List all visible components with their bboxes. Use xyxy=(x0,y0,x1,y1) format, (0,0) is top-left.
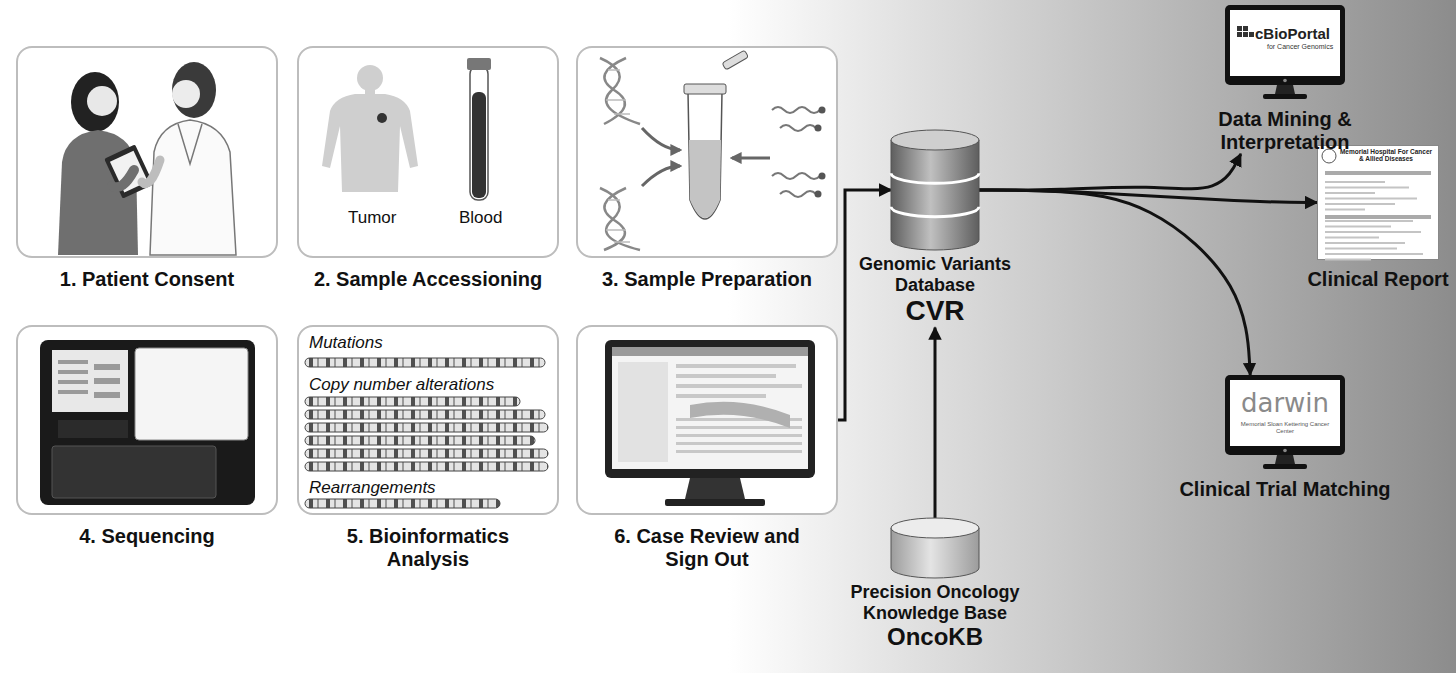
monitor-outline xyxy=(1225,5,1345,100)
flow-arrow xyxy=(979,190,1250,375)
step-label: 6. Case Review and Sign Out xyxy=(592,525,822,571)
database-node: Genomic Variants DatabaseCVR xyxy=(850,130,1020,328)
flow-arrow xyxy=(979,154,1241,190)
output-node: Memorial Hospital For Cancer & Allied Di… xyxy=(1310,145,1446,291)
step-label: 4. Sequencing xyxy=(79,525,215,548)
output-label: Clinical Trial Matching xyxy=(1179,478,1390,501)
step-panel: 4. Sequencing xyxy=(16,325,278,548)
output-node: darwinMemorial Sloan Kettering Cancer Ce… xyxy=(1165,375,1405,501)
panel-shape xyxy=(576,46,838,258)
specimen-label: Blood xyxy=(459,208,502,228)
monitor-shape: cBioPortalfor Cancer Genomics xyxy=(1225,5,1345,100)
output-label: Clinical Report xyxy=(1307,268,1448,291)
consent-illustration xyxy=(58,62,236,255)
knowledge-base-node: Precision Oncology Knowledge BaseOncoKB xyxy=(845,518,1025,651)
specimen-illustration xyxy=(322,58,491,200)
output-label: Data Mining & Interpretation xyxy=(1200,108,1370,154)
flow-arrow xyxy=(838,190,891,420)
panel-shape: Tumor Blood xyxy=(297,46,559,258)
step-label: 1. Patient Consent xyxy=(60,268,234,291)
step-panel: 3. Sample Preparation xyxy=(576,46,838,291)
sequencer-illustration xyxy=(40,340,255,505)
database-name: Precision Oncology Knowledge Base xyxy=(845,582,1025,623)
step-panel: Tumor Blood 2. Sample Accessioning xyxy=(297,46,559,291)
database-name: Genomic Variants Database xyxy=(850,254,1020,295)
cylinder-outline xyxy=(891,130,979,250)
step-panel: 1. Patient Consent xyxy=(16,46,278,291)
preparation-illustration xyxy=(600,50,826,250)
screen-logo: darwin xyxy=(1230,389,1340,418)
chromosome-tracks xyxy=(305,358,548,508)
review-monitor-illustration xyxy=(605,340,815,506)
cylinder-shape xyxy=(891,518,979,578)
step-panel: MutationsCopy number alterationsRearrang… xyxy=(297,325,559,571)
document-outline xyxy=(1317,145,1439,260)
cylinder-outline xyxy=(891,518,979,578)
panel-grounds xyxy=(16,46,838,515)
specimen-label: Tumor xyxy=(348,208,397,228)
monitor-shape: darwinMemorial Sloan Kettering Cancer Ce… xyxy=(1225,375,1345,470)
cylinder-shape xyxy=(891,130,979,250)
step-panel: 6. Case Review and Sign Out xyxy=(576,325,838,571)
document-shape: Memorial Hospital For Cancer & Allied Di… xyxy=(1317,145,1439,260)
screen-caption: for Cancer Genomics xyxy=(1267,43,1333,51)
step-label: 3. Sample Preparation xyxy=(602,268,812,291)
database-acronym: CVR xyxy=(905,295,964,327)
panel-shape: MutationsCopy number alterationsRearrang… xyxy=(297,325,559,515)
database-acronym: OncoKB xyxy=(887,623,983,651)
step-label: 5. Bioinformatics Analysis xyxy=(313,525,543,571)
step-label: 2. Sample Accessioning xyxy=(314,268,542,291)
track-label: Mutations xyxy=(309,333,383,353)
screen-caption: Memorial Sloan Kettering Cancer Center xyxy=(1233,421,1337,435)
flow-arrow xyxy=(934,328,937,518)
panel-shape xyxy=(16,325,278,515)
panel-shape xyxy=(16,46,278,258)
screen-logo: cBioPortal xyxy=(1255,25,1330,42)
track-label: Copy number alterations xyxy=(309,375,494,395)
output-node: cBioPortalfor Cancer GenomicsData Mining… xyxy=(1200,5,1370,154)
track-label: Rearrangements xyxy=(309,478,436,498)
report-header: Memorial Hospital For Cancer & Allied Di… xyxy=(1339,148,1433,162)
panel-shape xyxy=(576,325,838,515)
